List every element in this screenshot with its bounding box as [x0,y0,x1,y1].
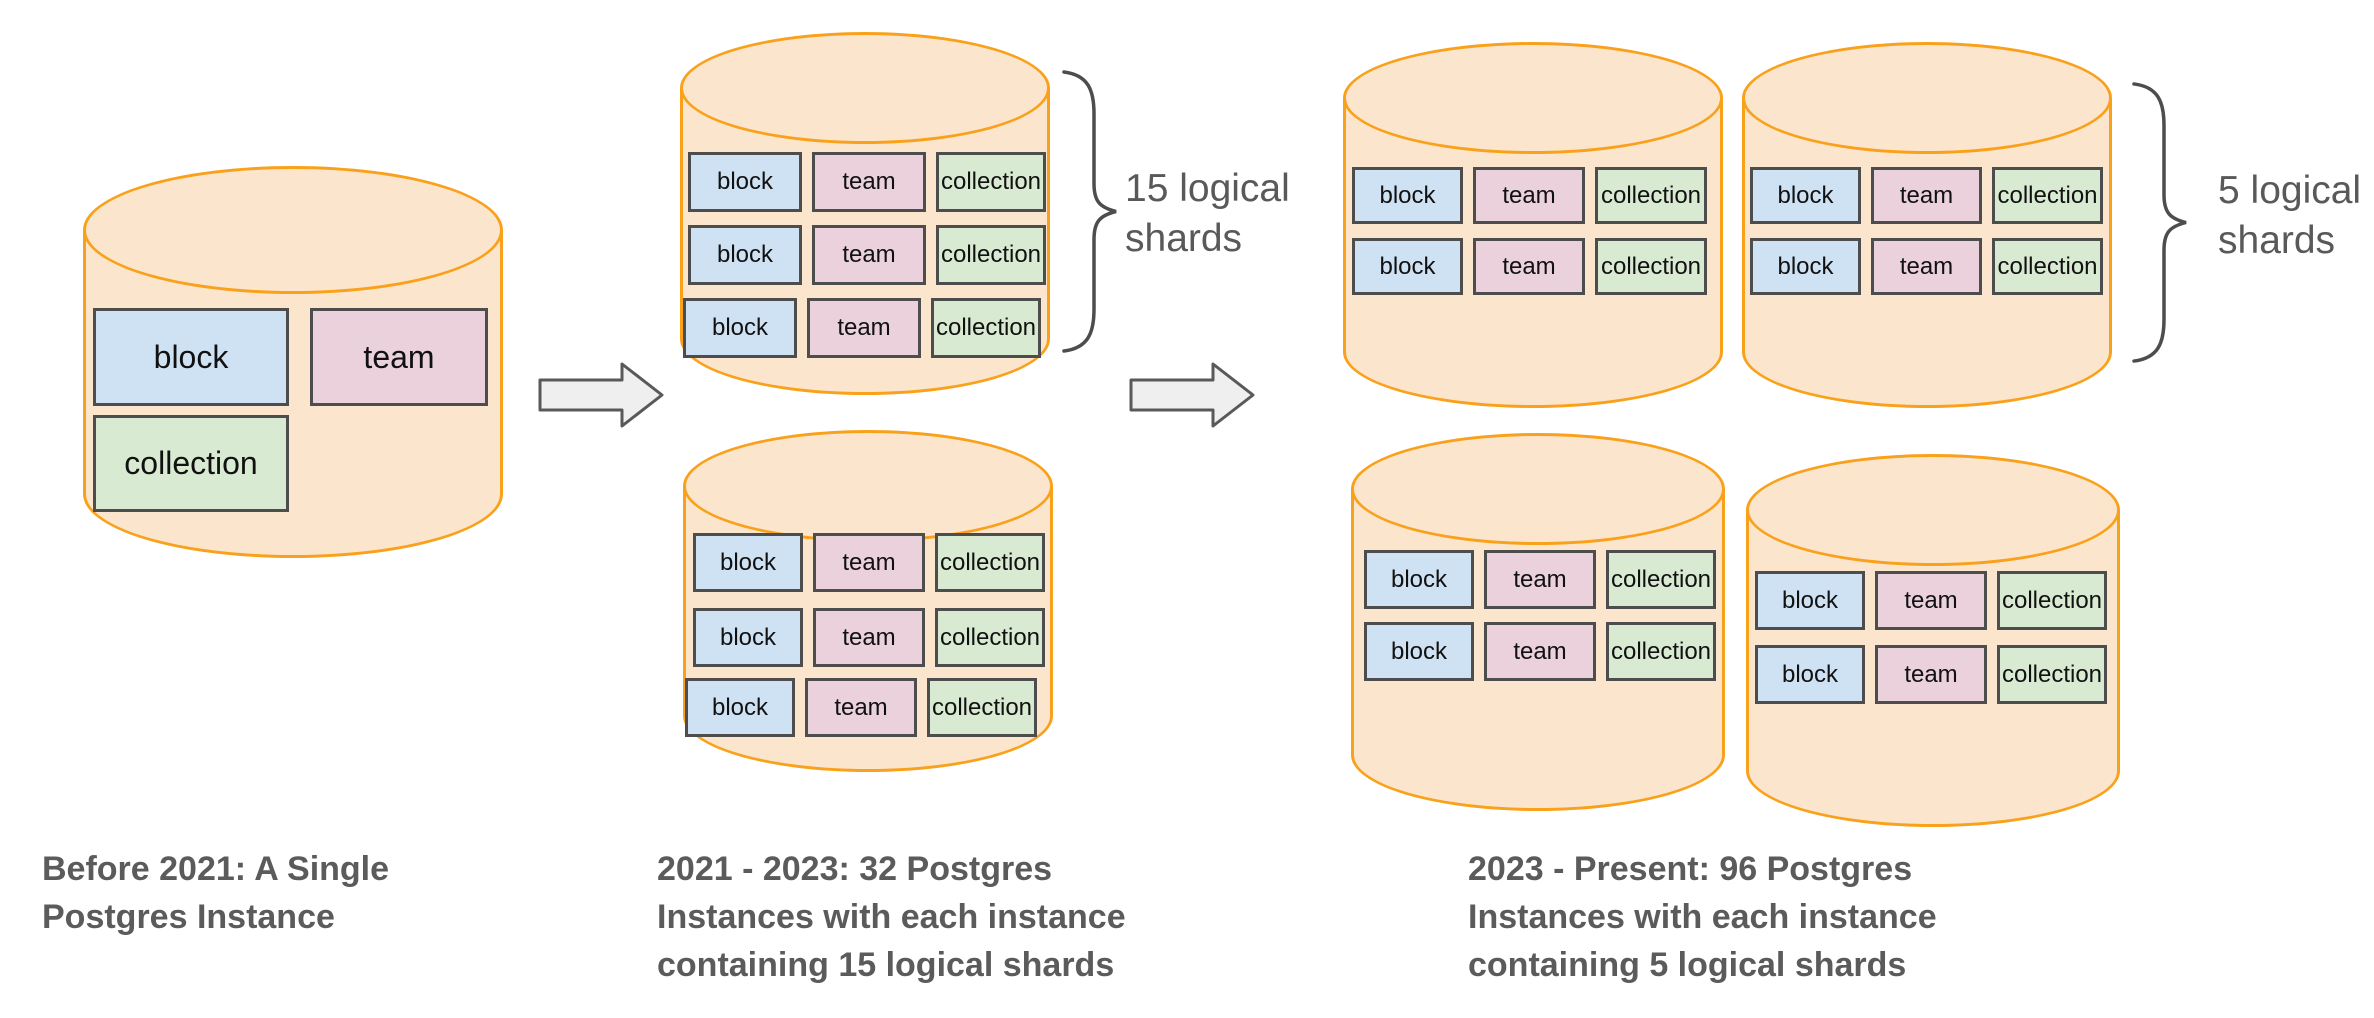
collection-table: collection [1992,167,2103,224]
collection-table: collection [935,533,1045,592]
arrow-shape [538,362,664,428]
shard-row: block team collection [1750,167,2103,224]
block-table: block [93,308,289,406]
cylinder-top-face [1351,433,1725,545]
cylinder-top-face [1343,42,1723,154]
annotation-line: 5 logical [2218,169,2362,212]
cylinder-top-face [1742,42,2112,154]
collection-table: collection [1606,550,1716,609]
team-table: team [1871,238,1982,295]
team-table: team [813,608,925,667]
team-table: team [807,298,921,358]
caption-line: 2023 - Present: 96 Postgres [1468,850,1913,888]
brace-icon [2132,82,2187,363]
team-table: team [812,152,926,212]
collection-table: collection [936,152,1046,212]
caption-line: containing 5 logical shards [1468,946,1907,984]
collection-table: collection [93,415,289,512]
collection-table: collection [1997,571,2107,630]
cylinder-top-face [1746,454,2120,566]
shard-row: block team collection [693,608,1045,667]
arrow-right-icon [538,362,664,428]
caption-line: 2021 - 2023: 32 Postgres [657,850,1053,888]
shard-row: block team collection [1364,622,1716,681]
shard-row: block team collection [688,225,1046,285]
team-table: team [310,308,488,406]
shards-annotation-15: 15 logical shards [1125,164,1290,264]
block-table: block [683,298,797,358]
shard-row: block team collection [1755,645,2107,704]
team-table: team [805,678,917,737]
collection-table: collection [1606,622,1716,681]
block-table: block [1364,550,1474,609]
shard-row: block team collection [688,152,1046,212]
cylinder-top-face [680,32,1050,144]
caption-line: Instances with each instance [657,898,1126,936]
brace-path [1062,70,1117,353]
shard-row: block team collection [1750,238,2103,295]
collection-table: collection [1595,167,1707,224]
caption-line: Instances with each instance [1468,898,1937,936]
brace-path [2132,82,2187,363]
shard-row: block team collection [693,533,1045,592]
team-table: team [812,225,926,285]
collection-table: collection [935,608,1045,667]
collection-table: collection [936,225,1046,285]
caption-line: Postgres Instance [42,898,335,936]
shard-row: block team collection [1364,550,1716,609]
team-table: team [813,533,925,592]
block-table: block [688,225,802,285]
caption-line: containing 15 logical shards [657,946,1115,984]
arrow-shape [1129,362,1255,428]
team-table: team [1875,645,1987,704]
collection-table: collection [1997,645,2107,704]
team-table: team [1484,622,1596,681]
team-table: team [1473,238,1585,295]
stage-caption-before-2021: Before 2021: A Single Postgres Instance [42,845,389,941]
shard-row: block team collection [683,298,1041,358]
block-table: block [1755,645,1865,704]
block-table: block [1352,167,1463,224]
block-table: block [1755,571,1865,630]
postgres-instance-cylinder [1343,42,1723,408]
block-table: block [1364,622,1474,681]
block-table: block [1750,167,1861,224]
collection-table: collection [927,678,1037,737]
collection-table: collection [931,298,1041,358]
stage-caption-2021-2023: 2021 - 2023: 32 Postgres Instances with … [657,845,1126,989]
block-table: block [1750,238,1861,295]
cylinder-top-face [83,166,503,294]
block-table: block [685,678,795,737]
shards-annotation-5: 5 logical shards [2218,166,2361,266]
caption-line: Before 2021: A Single [42,850,390,888]
brace-icon [1062,70,1117,353]
annotation-line: shards [1125,217,1243,260]
collection-table: collection [1595,238,1707,295]
block-table: block [693,608,803,667]
collection-table: collection [1992,238,2103,295]
team-table: team [1484,550,1596,609]
arrow-right-icon [1129,362,1255,428]
block-table: block [688,152,802,212]
postgres-instance-cylinder [1742,42,2112,408]
stage-caption-2023-present: 2023 - Present: 96 Postgres Instances wi… [1468,845,1937,989]
shard-row: block team collection [1755,571,2107,630]
block-table: block [1352,238,1463,295]
block-table: block [693,533,803,592]
annotation-line: 15 logical [1125,167,1290,210]
annotation-line: shards [2218,219,2336,262]
team-table: team [1875,571,1987,630]
team-table: team [1871,167,1982,224]
team-table: team [1473,167,1585,224]
cylinder-top-face [683,430,1053,542]
postgres-instance-cylinder [1746,454,2120,827]
shard-row: block team collection [1352,167,1707,224]
shard-row: block team collection [1352,238,1707,295]
shard-row: block team collection [685,678,1037,737]
